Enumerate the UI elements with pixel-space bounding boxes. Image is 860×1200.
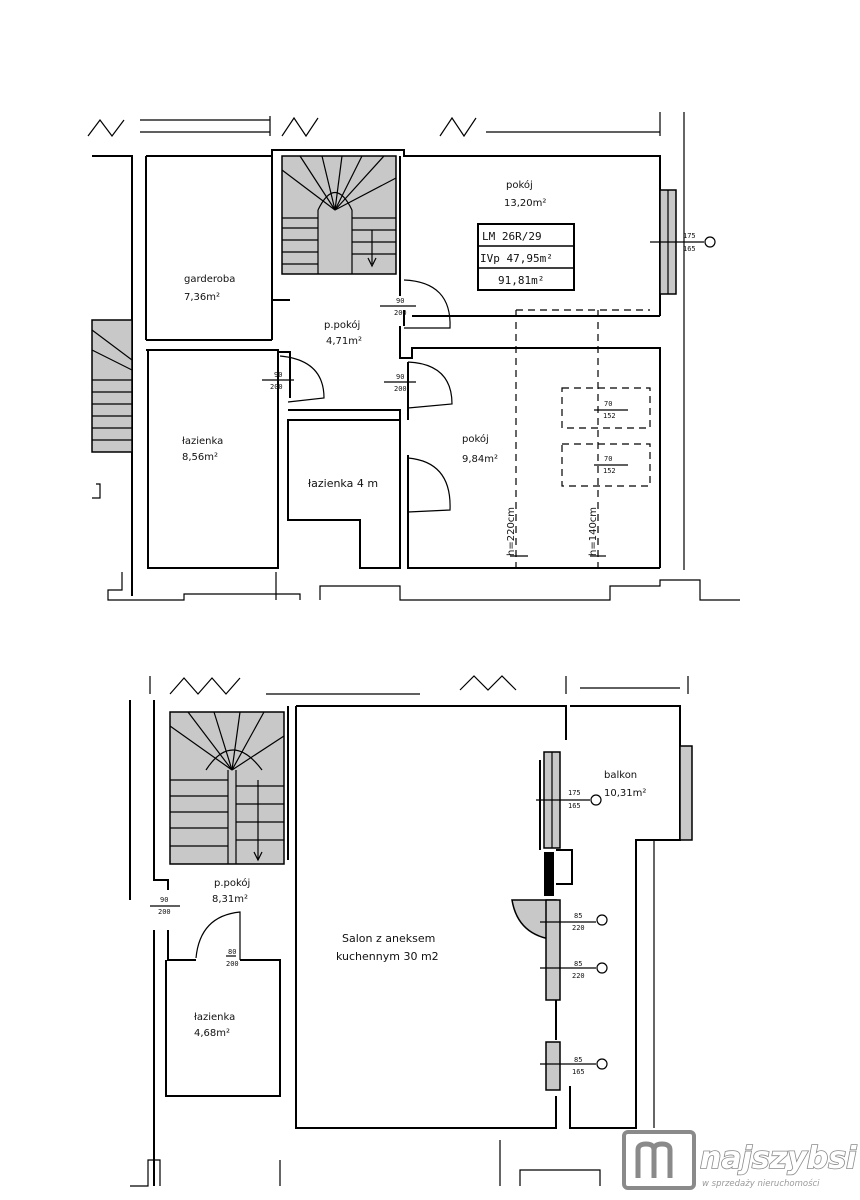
info-box-line-3: 91,81m² — [498, 274, 544, 287]
room-balkon-area: 10,31m² — [604, 788, 646, 799]
room-pokoj-1-name: pokój — [506, 179, 533, 191]
room-pokoj-1-area: 13,20m² — [504, 198, 546, 209]
upper-floor-plan: 175 165 90 200 90 200 90 200 — [87, 112, 740, 601]
door-2-width: 90 — [274, 371, 282, 379]
room-ppokoj-area: 4,71m² — [326, 336, 362, 347]
salon-line-1: Salon z aneksem — [342, 932, 435, 945]
room-ppokoj-name: p.pokój — [324, 319, 360, 331]
upper-window-width: 175 — [683, 232, 696, 240]
room-pokoj-2-name: pokój — [462, 433, 489, 445]
watermark-tagline: w sprzedaży nieruchomości — [702, 1178, 820, 1189]
skylight-2-height: 152 — [603, 467, 616, 475]
window-2-height: 220 — [572, 924, 585, 932]
room-ppokoj-lower-area: 8,31m² — [212, 894, 248, 905]
room-garderoba-name: garderoba — [184, 274, 235, 285]
door-main-width: 90 — [160, 896, 168, 904]
left-partial-stair — [91, 319, 133, 499]
room-lazienka-1-area: 8,56m² — [182, 452, 218, 463]
room-lazienka-1-name: łazienka — [182, 436, 223, 447]
info-box-line-1: LM 26R/29 — [482, 230, 542, 243]
door-small-width: 80 — [228, 948, 236, 956]
roof-edge-marks — [87, 112, 685, 300]
lower-floor-plan: 90 200 80 200 175 165 85 220 85 220 — [129, 675, 693, 1187]
upper-room-labels: pokój 13,20m² garderoba 7,36m² p.pokój 4… — [182, 179, 546, 490]
door-main-height: 200 — [158, 908, 171, 916]
door-2-height: 200 — [270, 383, 283, 391]
info-box-line-2: IVp 47,95m² — [480, 252, 553, 265]
lower-windows: 175 165 85 220 85 220 85 165 — [511, 745, 693, 1091]
lower-walls — [129, 700, 681, 1187]
window-1-height: 165 — [568, 802, 581, 810]
room-lazienka-lower-area: 4,68m² — [194, 1028, 230, 1039]
salon-line-2: kuchennym 30 m2 — [336, 950, 439, 963]
room-garderoba-area: 7,36m² — [184, 292, 220, 303]
door-small-height: 200 — [226, 960, 239, 968]
upper-doors: 90 200 90 200 90 200 — [262, 279, 453, 513]
door-1-height: 200 — [394, 309, 407, 317]
door-3-height: 200 — [394, 385, 407, 393]
window-3-height: 220 — [572, 972, 585, 980]
window-3-width: 85 — [574, 960, 582, 968]
window-4-width: 85 — [574, 1056, 582, 1064]
lower-staircase — [169, 711, 285, 865]
door-3-width: 90 — [396, 373, 404, 381]
upper-staircase — [281, 155, 397, 275]
watermark-text: najszybsi — [700, 1141, 857, 1176]
lower-room-labels: p.pokój 8,31m² łazienka 4,68m² balkon 10… — [194, 770, 646, 1039]
door-1-width: 90 — [396, 297, 404, 305]
room-ppokoj-lower-name: p.pokój — [214, 877, 250, 889]
window-4-height: 165 — [572, 1068, 585, 1076]
upper-walls — [92, 149, 740, 601]
skylight-2-width: 70 — [604, 455, 612, 463]
window-1-width: 175 — [568, 789, 581, 797]
watermark-logo: najszybsi w sprzedaży nieruchomości — [622, 1130, 858, 1190]
room-balkon-name: balkon — [604, 770, 637, 781]
skylight-1-width: 70 — [604, 400, 612, 408]
upper-window-height: 165 — [683, 245, 696, 253]
height-140-label: h=140cm — [588, 507, 599, 556]
room-lazienka-lower-name: łazienka — [194, 1012, 235, 1023]
lower-roof-edge-marks — [149, 675, 689, 695]
window-2-width: 85 — [574, 912, 582, 920]
height-220-label: h=220cm — [506, 507, 517, 556]
room-pokoj-2-area: 9,84m² — [462, 454, 498, 465]
apartment-info-box: LM 26R/29 IVp 47,95m² 91,81m² — [477, 223, 575, 291]
lower-doors: 90 200 80 200 — [150, 896, 241, 968]
upper-window: 175 165 — [650, 189, 716, 295]
skylight-1-height: 152 — [603, 412, 616, 420]
room-lazienka-4m-name: łazienka 4 m — [308, 477, 378, 490]
upper-dashed-lines: 70 152 70 152 h=220cm h=140cm — [506, 309, 651, 568]
